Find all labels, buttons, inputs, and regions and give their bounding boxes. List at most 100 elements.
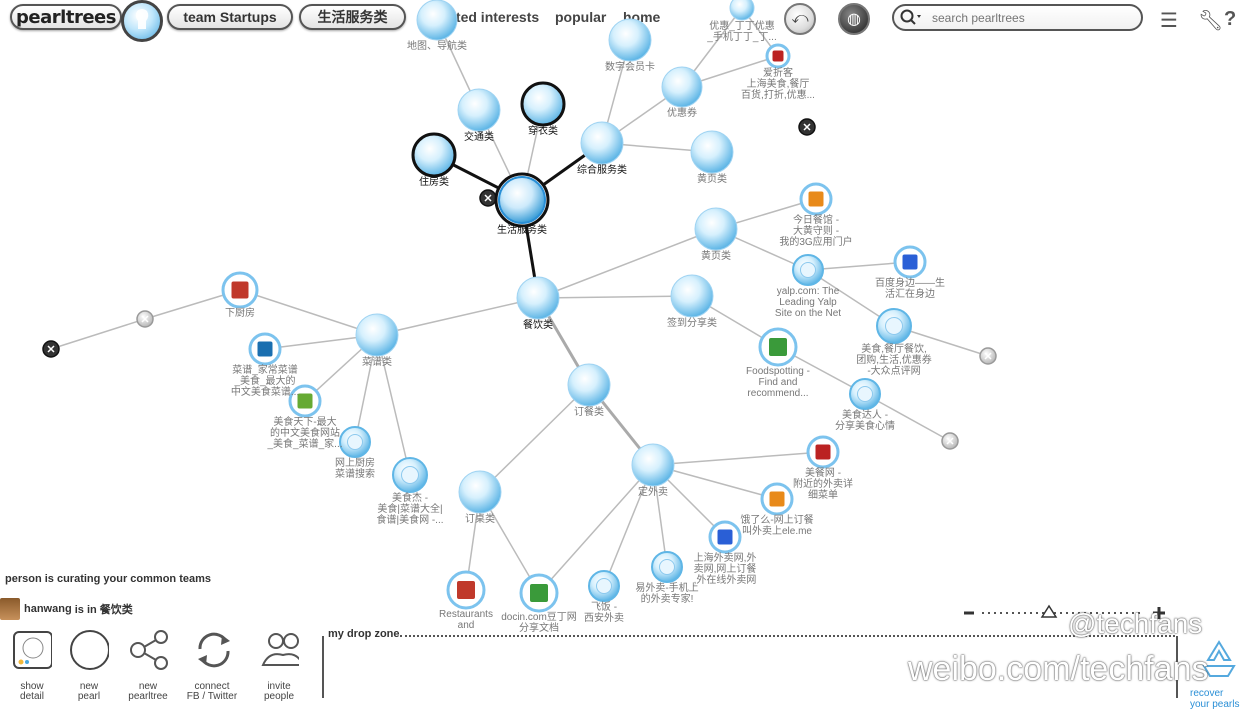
pearl-shenghuo[interactable] — [494, 172, 550, 228]
pearl-label[interactable]: 饿了么-网上订餐 叫外卖上ele.me — [740, 515, 814, 537]
connect-button[interactable]: connect FB / Twitter — [185, 630, 239, 702]
team-startups-pill[interactable]: team Startups — [167, 4, 293, 30]
pearl-label[interactable]: 订桌类 — [465, 514, 495, 525]
pearl-baidu[interactable] — [893, 245, 927, 279]
pearl-jinri[interactable] — [799, 182, 833, 216]
new-pearltree-button[interactable]: new pearltree — [121, 630, 175, 702]
pearl-label[interactable]: 生活服务类 — [497, 225, 547, 236]
pearl-label[interactable]: 上海外卖网,外 卖网,网上订餐 ,外在线外卖网 — [693, 553, 757, 586]
pearl-label[interactable]: 餐饮类 — [523, 320, 553, 331]
pearl-label[interactable]: 住房类 — [419, 177, 449, 188]
pearl-restaurants[interactable] — [446, 570, 486, 610]
pearl-label[interactable]: docin.com豆丁网 分享文档 — [501, 612, 577, 634]
pearl-label[interactable]: 优惠_丁丁优惠 _手机丁丁_丁... — [707, 21, 777, 43]
pearl-label[interactable]: 美食天下-最大 的中文美食网站 _美食_菜谱_家... — [267, 417, 343, 450]
pearl-dingcan[interactable] — [567, 363, 611, 407]
pearl-label[interactable]: 定外卖 — [638, 487, 668, 498]
pearl-label[interactable]: 网上厨房 菜谱搜索 — [335, 458, 375, 480]
pearl-label[interactable]: 美食,餐厅餐饮, 团购,生活,优惠券 -大众点评网 — [856, 344, 932, 377]
help-icon[interactable]: ? — [1224, 8, 1237, 30]
pearl-docin[interactable] — [519, 573, 559, 613]
curating-user[interactable]: hanwang is in 餐饮类 — [0, 598, 133, 620]
pearl-label[interactable]: 爱折客 上海美食,餐厅 百货,打折,优惠... — [741, 68, 815, 101]
pearl-label[interactable]: 综合服务类 — [577, 165, 627, 176]
current-tree-pill[interactable]: 生活服务类 — [299, 4, 406, 30]
pearl-shuzi[interactable] — [608, 18, 652, 62]
pearl-label[interactable]: 订餐类 — [574, 407, 604, 418]
pearl-label[interactable]: 美餐网 - 附近的外卖详 细菜单 — [793, 468, 853, 501]
globe-button[interactable]: ◍ — [838, 3, 870, 35]
pearl-label[interactable]: 地图、导航类 — [407, 41, 467, 52]
pearl-qiandao[interactable] — [670, 274, 714, 318]
pearl-label[interactable]: 穿衣类 — [528, 126, 558, 137]
pearl-label[interactable]: 优惠券 — [667, 108, 697, 119]
pearl-ditu[interactable] — [416, 0, 458, 41]
pearl-label[interactable]: 下厨房 — [225, 308, 255, 319]
invite-people-button[interactable]: invite people — [252, 630, 306, 702]
user-name[interactable]: hanwang — [24, 603, 72, 615]
pearl-label[interactable]: 美食杰 - 美食|菜谱大全| 食谱|美食网 -... — [376, 493, 444, 526]
pearl-xiachufang[interactable] — [221, 271, 259, 309]
pearl-youhui[interactable] — [661, 66, 703, 108]
pearl-dingzhuo[interactable] — [458, 470, 502, 514]
pearl-yalp[interactable] — [792, 254, 824, 286]
pearl-caipujia[interactable] — [248, 332, 282, 366]
pearl-meishidaren[interactable] — [849, 378, 881, 410]
pearl-chuanyi[interactable] — [520, 81, 566, 127]
nav-popular[interactable]: popular — [555, 9, 607, 25]
pearl-label[interactable]: 黄页类 — [701, 251, 731, 262]
search-box[interactable] — [892, 4, 1143, 31]
pearl-zonghe[interactable] — [580, 121, 624, 165]
graph-edge — [603, 464, 654, 587]
list-view-icon[interactable]: ☰ — [1160, 10, 1178, 32]
pearl-zhufang[interactable] — [411, 132, 457, 178]
pearl-label[interactable]: 数字会员卡 — [605, 62, 655, 73]
pearl-label[interactable]: Foodspotting - Find and recommend... — [746, 366, 810, 399]
pearl-label[interactable]: 美食达人 - 分享美食心情 — [835, 410, 895, 432]
user-avatar[interactable] — [0, 598, 20, 620]
pearl-jiaotong[interactable] — [457, 88, 501, 132]
pearl-eleme[interactable] — [760, 482, 794, 516]
pearl-huangye2[interactable] — [694, 207, 738, 251]
zoom-slider[interactable] — [964, 603, 1174, 623]
pearl-label[interactable]: 菜谱_家常菜谱 _美食_最大的 中文美食菜谱... — [230, 365, 300, 398]
pearl-label[interactable]: 今日餐馆 - 大黄守则 - 我的3G应用门户 — [779, 215, 853, 248]
pearl-waimai[interactable] — [631, 443, 675, 487]
pearl-shanghaiwaimai[interactable] — [708, 520, 742, 554]
pearl-foodspotting[interactable] — [758, 327, 798, 367]
pearl-label[interactable]: 交通类 — [464, 132, 494, 143]
site-favicon-icon — [231, 281, 249, 299]
pearl-canyin[interactable] — [516, 276, 560, 320]
pearl-label[interactable]: 菜谱类 — [362, 357, 392, 368]
back-button[interactable]: ⤺ — [784, 3, 816, 35]
pearl-wangshang[interactable] — [339, 426, 371, 458]
team-avatar[interactable] — [121, 0, 163, 42]
pearl-label[interactable]: 易外卖-手机上 的外卖专家! — [635, 583, 699, 605]
pearl-yiwaimai[interactable] — [651, 551, 683, 583]
search-input[interactable] — [930, 9, 1124, 26]
pearltrees-logo[interactable]: pearltrees — [10, 4, 122, 30]
pearl-youhuiding[interactable] — [729, 0, 755, 21]
nav-related-interests[interactable]: related interests — [431, 9, 540, 25]
pearl-feifan[interactable] — [588, 570, 620, 602]
pearl-label[interactable]: 百度身边——生 活汇在身边 — [875, 278, 945, 300]
pearl-label[interactable]: 飞饭 - 西安外卖 — [584, 602, 624, 624]
pearl-meican[interactable] — [806, 435, 840, 469]
pearl-meishijie[interactable] — [392, 457, 428, 493]
pearl-label[interactable]: 签到分享类 — [667, 318, 717, 329]
pearl-label[interactable]: Restaurants and — [439, 609, 493, 631]
pearl-huangye1[interactable] — [690, 130, 734, 174]
pearl-label[interactable]: yalp.com: The Leading Yalp Site on the N… — [774, 286, 842, 319]
pearl-label[interactable]: 黄页类 — [697, 174, 727, 185]
recover-pearls-link[interactable]: recover your pearls — [1190, 688, 1240, 710]
pearl-caipu[interactable] — [355, 313, 399, 357]
pearl-aizhe[interactable] — [765, 43, 791, 69]
pearl-meishitianxia[interactable] — [288, 384, 322, 418]
wrench-icon[interactable]: 🔧︎ — [1198, 10, 1224, 32]
pearl-dianping[interactable] — [876, 308, 912, 344]
new-pearl-button[interactable]: new pearl — [62, 630, 116, 702]
show-detail-button[interactable]: show detail — [5, 630, 59, 702]
site-favicon-icon — [772, 50, 784, 62]
recycle-icon[interactable] — [1196, 636, 1242, 682]
